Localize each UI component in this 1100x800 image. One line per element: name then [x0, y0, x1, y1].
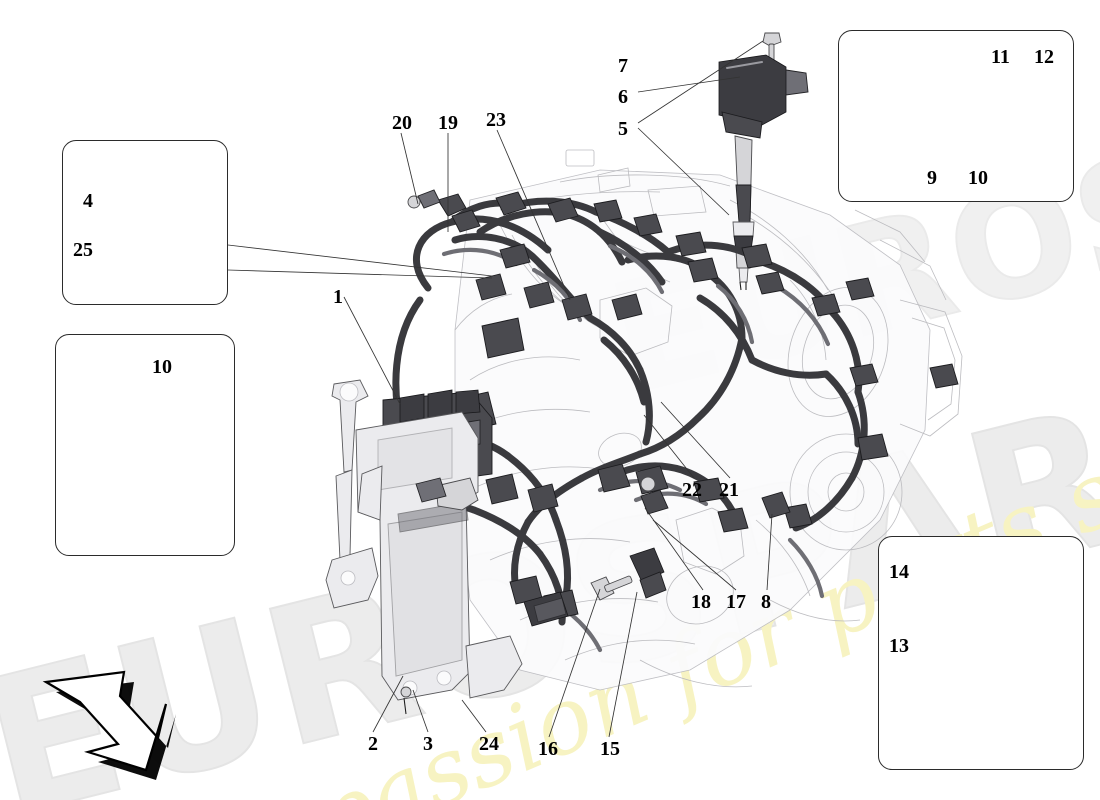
inset-top-right: [838, 30, 1074, 202]
callout-21: 21: [719, 479, 739, 501]
inset-callout-9: 9: [927, 167, 937, 189]
callout-17: 17: [726, 591, 746, 613]
inset-callout-4: 4: [83, 190, 93, 212]
ignition-coil-assembly: [718, 32, 809, 291]
inset-top-left: [62, 140, 228, 305]
callout-5: 5: [618, 118, 628, 140]
inset-bottom-right: [878, 536, 1084, 770]
callout-15: 15: [600, 738, 620, 760]
callout-20: 20: [392, 112, 412, 134]
inset-callout-13: 13: [889, 635, 909, 657]
sensors-and-fasteners: [523, 476, 791, 627]
ecu-mounting-bracket: [325, 379, 523, 715]
inset-left-middle: [55, 334, 235, 556]
inset-callout-11: 11: [991, 46, 1010, 68]
callout-19: 19: [438, 112, 458, 134]
direction-of-travel-arrow: [42, 670, 176, 780]
inset-callout-25: 25: [73, 239, 93, 261]
callout-18: 18: [691, 591, 711, 613]
callout-8: 8: [761, 591, 771, 613]
inset-callout-14: 14: [889, 561, 909, 583]
callout-1: 1: [333, 286, 343, 308]
inset-connector-lines: [227, 244, 493, 279]
callout-22: 22: [682, 479, 702, 501]
inset-callout-10-left: 10: [152, 356, 172, 378]
callout-6: 6: [618, 86, 628, 108]
inset-callout-12: 12: [1034, 46, 1054, 68]
callout-2: 2: [368, 733, 378, 755]
inset-callout-10-right: 10: [968, 167, 988, 189]
callout-16: 16: [538, 738, 558, 760]
callout-leader-lines: [343, 40, 773, 738]
callout-3: 3: [423, 733, 433, 755]
callout-23: 23: [486, 109, 506, 131]
callout-24: 24: [479, 733, 499, 755]
callout-7: 7: [618, 55, 628, 77]
